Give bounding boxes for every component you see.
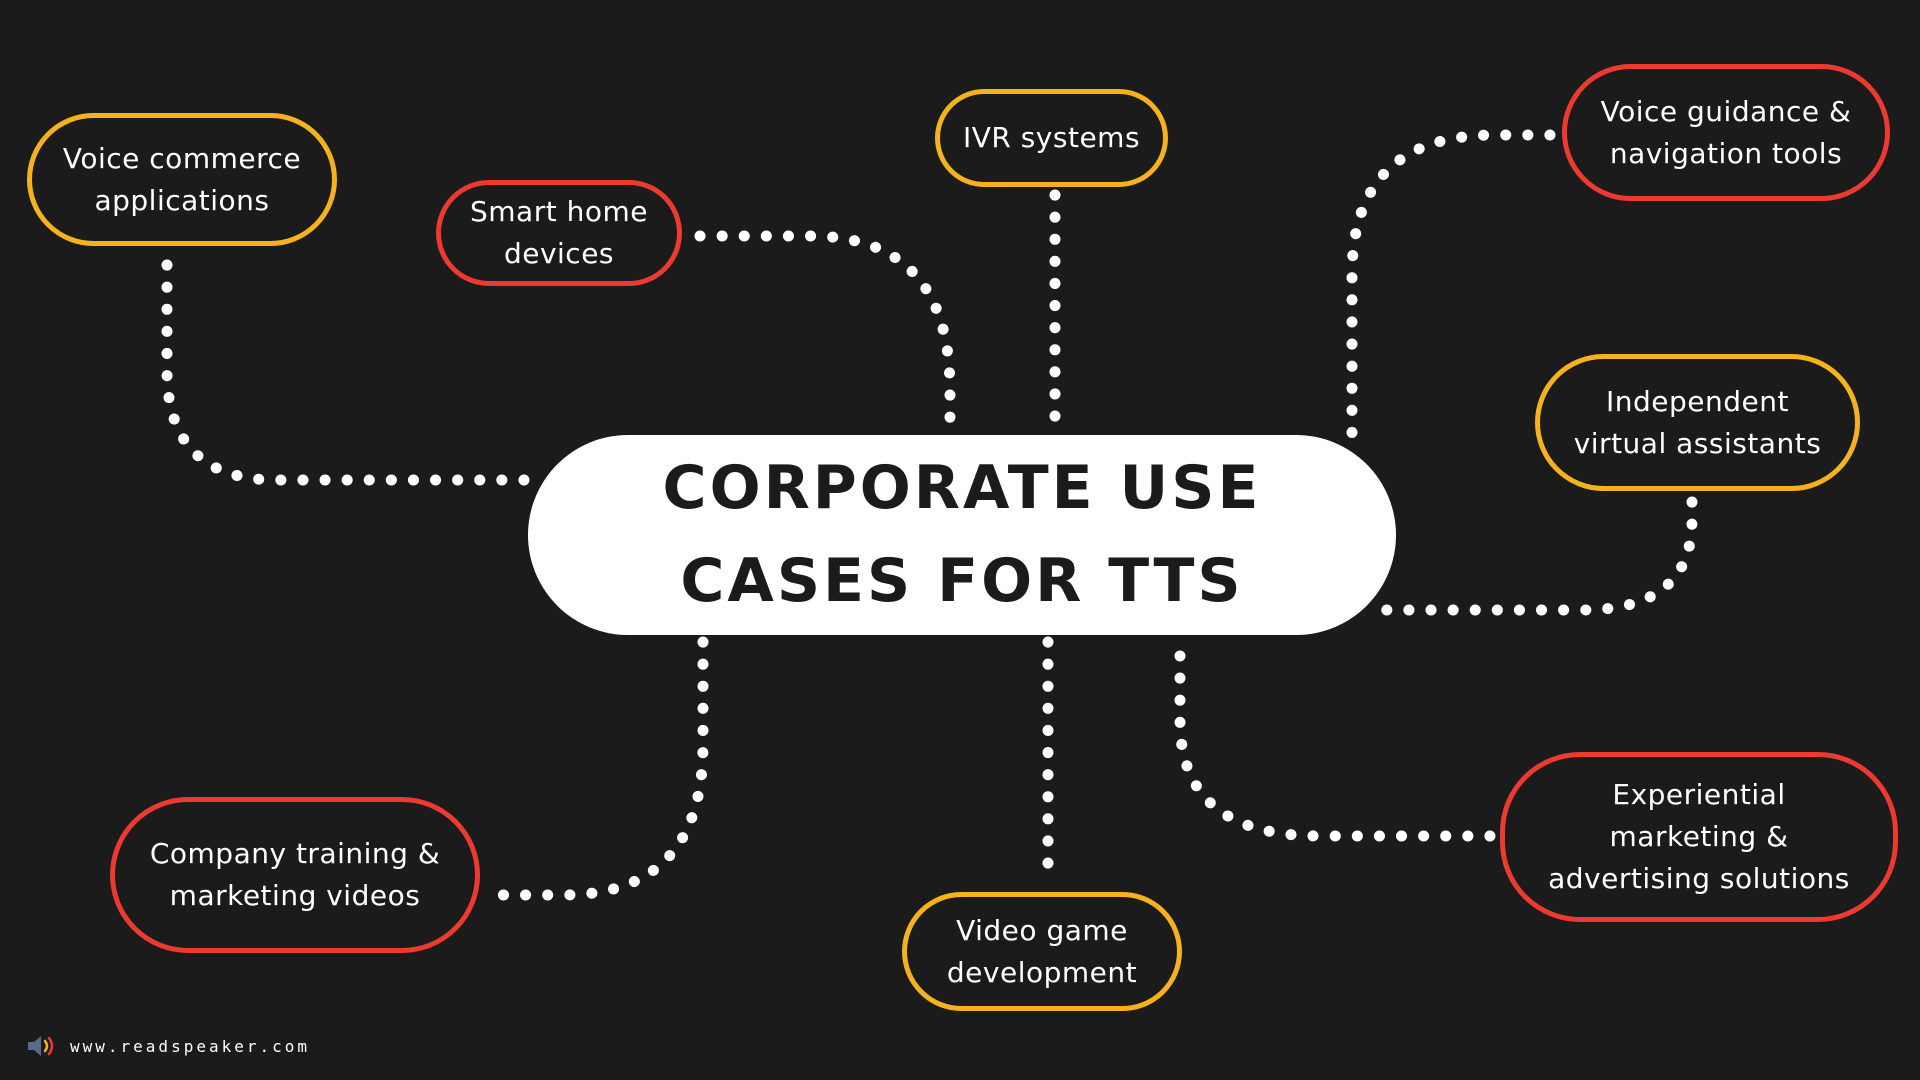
connector-virtual-assistants xyxy=(1359,496,1698,616)
node-voice-guidance: Voice guidance & navigation tools xyxy=(1562,64,1890,201)
node-company-training-line-1: Company training & xyxy=(149,837,441,870)
connector-voice-commerce xyxy=(161,259,536,486)
node-video-game-line-2: development xyxy=(946,955,1138,989)
central-topic: CORPORATE USE CASES FOR TTS xyxy=(528,435,1396,635)
node-experiential-marketing: Experiential marketing & advertising sol… xyxy=(1500,752,1898,922)
central-title-line-1: CORPORATE USE xyxy=(662,453,1262,523)
central-title-line-2: CASES FOR TTS xyxy=(680,546,1244,616)
node-voice-guidance-line-1: Voice guidance & xyxy=(1600,94,1852,128)
node-company-training-line-2: marketing videos xyxy=(169,879,421,912)
footer-url[interactable]: www.readspeaker.com xyxy=(70,1036,311,1056)
node-smart-home: Smart home devices xyxy=(436,180,682,286)
node-virtual-assistants-line-1: Independent xyxy=(1606,384,1789,418)
node-video-game-line-1: Video game xyxy=(956,913,1128,947)
node-experiential-line-1: Experiential xyxy=(1612,778,1786,811)
connector-experiential xyxy=(1174,636,1496,842)
node-voice-commerce: Voice commerce applications xyxy=(27,113,337,246)
connector-company-training xyxy=(484,636,709,901)
node-voice-commerce-line-1: Voice commerce xyxy=(62,141,302,175)
node-virtual-assistants: Independent virtual assistants xyxy=(1535,354,1860,491)
node-voice-commerce-line-2: applications xyxy=(94,183,270,217)
node-smart-home-line-1: Smart home xyxy=(470,195,648,228)
footer: www.readspeaker.com xyxy=(26,1033,310,1059)
node-smart-home-line-2: devices xyxy=(503,237,615,270)
node-video-game: Video game development xyxy=(902,892,1182,1011)
connector-smart-home xyxy=(694,230,956,436)
node-ivr-systems: IVR systems xyxy=(935,89,1168,187)
speaker-icon xyxy=(28,1036,54,1056)
connector-voice-guidance xyxy=(1346,129,1556,444)
central-title: CORPORATE USE CASES FOR TTS xyxy=(663,442,1262,628)
node-ivr-systems-line-1: IVR systems xyxy=(962,121,1141,154)
node-company-training: Company training & marketing videos xyxy=(110,797,480,953)
node-experiential-line-3: advertising solutions xyxy=(1548,862,1850,895)
node-experiential-line-2: marketing & xyxy=(1609,820,1789,853)
node-virtual-assistants-line-2: virtual assistants xyxy=(1573,426,1822,460)
node-voice-guidance-line-2: navigation tools xyxy=(1609,136,1843,170)
